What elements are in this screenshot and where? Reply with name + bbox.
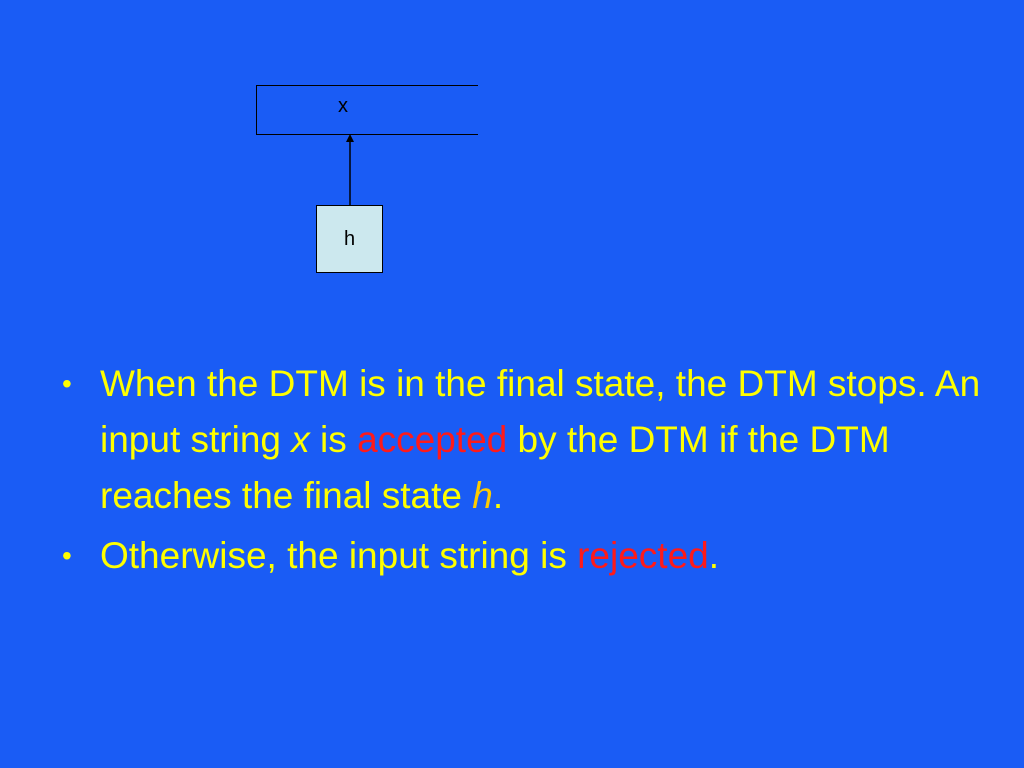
dtm-diagram: x h [0, 0, 1024, 300]
text-segment: When the DTM is in the final state, the … [100, 363, 981, 460]
variable-h: h [472, 475, 493, 516]
bullet-marker: • [62, 368, 72, 399]
accepted-term: accepted [357, 419, 508, 460]
input-tape [256, 85, 478, 135]
text-segment: . [708, 535, 720, 576]
bullet-item-accepted: • When the DTM is in the final state, the… [56, 356, 1006, 524]
rejected-term: rejected [577, 535, 709, 576]
text-segment: by the DTM if the DTM reaches the final … [100, 419, 890, 516]
text-segment: is [309, 419, 358, 460]
head-state-label: h [343, 227, 356, 250]
text-segment: . [492, 475, 504, 516]
bullet-list: • When the DTM is in the final state, the… [56, 356, 1006, 588]
tape-symbol: x [338, 95, 348, 117]
bullet-marker: • [62, 540, 72, 571]
head-state-box: h [316, 205, 383, 273]
read-head-arrow [346, 134, 354, 205]
text-segment: Otherwise, the input string is [100, 535, 578, 576]
bullet-item-rejected: • Otherwise, the input string is rejected… [56, 528, 1006, 584]
variable-x: x [291, 419, 310, 460]
